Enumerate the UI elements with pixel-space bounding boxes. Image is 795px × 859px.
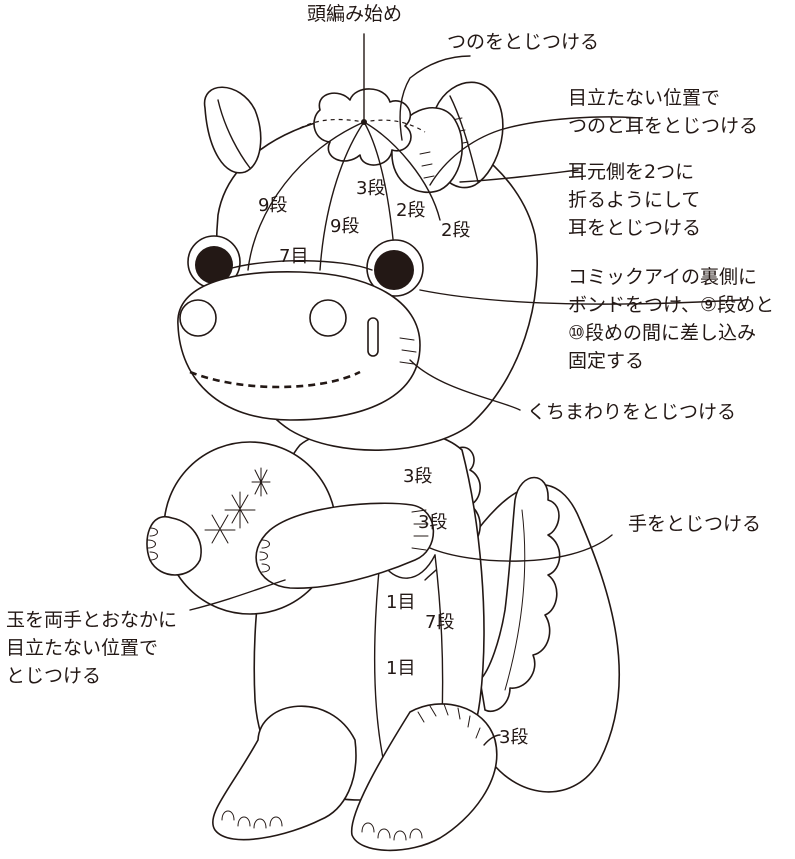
measure-rows-9-center: 9段 [330, 216, 359, 237]
left-nostril [179, 299, 217, 337]
dinosaur-illustration [146, 81, 621, 852]
right-nostril [309, 299, 347, 337]
right-arm [255, 502, 435, 589]
mouth-line [189, 370, 361, 389]
label-inconspicuous-1: 目立たない位置で [568, 87, 720, 109]
label-ball-3: とじつける [6, 665, 101, 687]
label-mouth-attach: くちまわりをとじつける [527, 401, 736, 423]
annotations: 頭編み始め つのをとじつける 目立たない位置で つのと耳をとじつける 耳元側を2… [6, 3, 774, 748]
label-eye-3: ⑩段めの間に差し込み [568, 322, 756, 344]
label-ear-fold-1: 耳元側を2つに [568, 161, 694, 183]
measure-rows-2-a: 2段 [396, 200, 425, 221]
measure-rows-3-arm: 3段 [418, 512, 447, 533]
measure-rows-3-body: 3段 [403, 466, 432, 487]
label-eye-1: コミックアイの裏側に [568, 266, 757, 288]
label-ear-fold-3: 耳をとじつける [568, 217, 701, 239]
label-horn-attach: つのをとじつける [447, 31, 599, 53]
right-foot [350, 703, 498, 852]
measure-stitches-1-a: 1目 [386, 592, 415, 613]
measure-rows-9-left: 9段 [258, 195, 287, 216]
head-flower [313, 88, 412, 166]
label-head-start: 頭編み始め [307, 3, 402, 25]
leader-lines [189, 33, 741, 746]
label-ball-1: 玉を両手とおなかに [6, 609, 177, 631]
left-ear [203, 86, 262, 174]
label-ear-fold-2: 折るようにして [568, 189, 700, 211]
measure-rows-3-foot: 3段 [499, 727, 528, 748]
label-eye-4: 固定する [568, 350, 644, 372]
measure-rows-3-head: 3段 [356, 178, 385, 199]
label-eye-2: ボンドをつけ、⑨段めと [568, 294, 774, 316]
measure-stitches-7: 7目 [279, 246, 308, 267]
measure-rows-7: 7段 [425, 612, 454, 633]
left-eye [187, 235, 241, 289]
measure-rows-2-b: 2段 [441, 220, 470, 241]
eye-span-line [231, 260, 373, 271]
mouth-corner [367, 317, 379, 357]
muzzle [177, 271, 421, 421]
label-inconspicuous-2: つのと耳をとじつける [568, 115, 758, 137]
label-ball-2: 目立たない位置で [6, 637, 158, 659]
right-eye [366, 239, 424, 297]
measure-stitches-1-b: 1目 [386, 658, 415, 679]
label-hand-attach: 手をとじつける [628, 513, 761, 535]
left-leg [212, 705, 357, 841]
horn [391, 107, 463, 194]
